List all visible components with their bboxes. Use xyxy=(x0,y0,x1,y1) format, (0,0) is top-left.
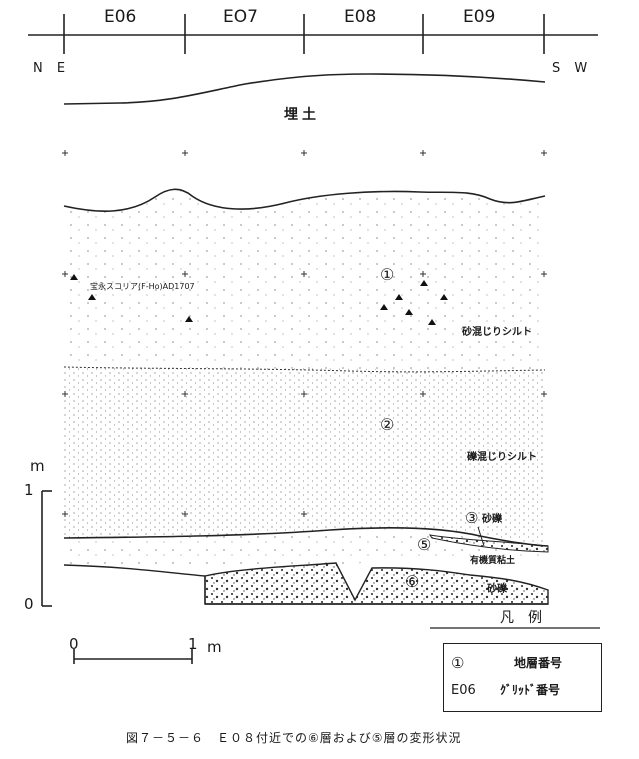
legend-symbol-grid: E06 xyxy=(451,683,476,698)
legend-box xyxy=(443,643,602,712)
direction-right: S W xyxy=(552,61,593,76)
layer-6-body xyxy=(204,562,549,605)
fill-label: 埋土 xyxy=(284,107,320,123)
vertical-scale-top: 1 xyxy=(24,481,34,499)
legend-title: 凡 例 xyxy=(500,610,542,626)
grid-label: E08 xyxy=(344,7,377,27)
horizontal-scale-unit: m xyxy=(207,638,222,656)
vertical-scale-bottom: 0 xyxy=(24,595,34,613)
layer-1-body xyxy=(64,189,545,370)
grid-label: E06 xyxy=(104,7,137,27)
layer-1-marker: ① xyxy=(380,265,395,284)
legend-meaning-layer: 地層番号 xyxy=(514,656,563,670)
layer-6-description: 砂礫 xyxy=(487,584,507,595)
vertical-scale-bar xyxy=(41,490,52,607)
scoria-annotation: 宝永スコリア(F-Ho)AD1707 xyxy=(90,282,195,291)
legend-symbol-layer: ① xyxy=(451,654,465,672)
layer-2-description: 礫混じりシルト xyxy=(467,452,537,463)
grid-header xyxy=(28,14,598,54)
figure-caption: 図７－５－６ Ｅ０８付近での⑥層および⑤層の変形状況 xyxy=(126,731,462,745)
legend-meaning-grid: ｸﾞﾘｯﾄﾞ番号 xyxy=(500,683,561,697)
fill-boundary-line xyxy=(63,188,546,212)
layer-3-description: 砂礫 xyxy=(482,514,502,525)
grid-label: E09 xyxy=(463,7,496,27)
layer-5-6-boundary xyxy=(63,564,206,577)
horizontal-scale-left: 0 xyxy=(69,635,79,653)
grid-label: EO7 xyxy=(223,7,258,27)
layer-5-description: 有機質粘土 xyxy=(470,556,516,566)
layer-3-leader xyxy=(477,526,485,547)
layer-5-marker: ⑤ xyxy=(417,535,432,554)
horizontal-scale-bar xyxy=(73,649,193,664)
scoria-markers xyxy=(70,274,448,325)
horizontal-scale-right: 1 xyxy=(188,635,198,653)
layer-2-body xyxy=(64,367,545,545)
layer-3-marker: ③ xyxy=(465,509,479,527)
layer-1-2-boundary xyxy=(63,366,546,373)
vertical-scale-unit: m xyxy=(30,457,45,475)
direction-left: N E xyxy=(33,61,71,76)
layer-5-body xyxy=(64,527,548,567)
layer-2-marker: ② xyxy=(380,415,395,434)
layer-1-description: 砂混じりシルト xyxy=(462,327,532,338)
layer-6-marker: ⑥ xyxy=(405,572,420,591)
ground-surface-line xyxy=(63,73,546,105)
